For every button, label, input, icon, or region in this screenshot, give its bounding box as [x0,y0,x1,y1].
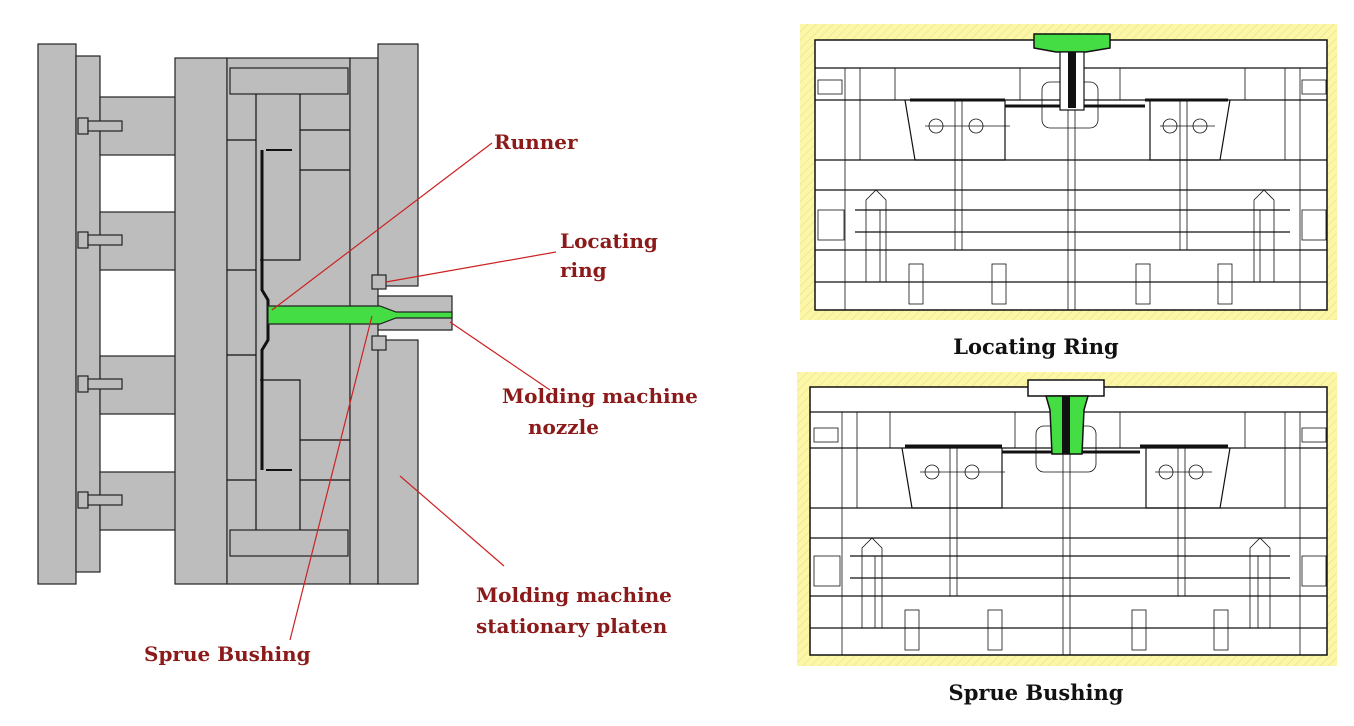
left-labels: Runner Locating ring Molding machine noz… [144,130,698,666]
leader-pin [229,529,349,557]
mold-drawing-panel-top [800,24,1337,320]
label-sprue-bushing: Sprue Bushing [144,642,311,666]
sprue-channel [1068,52,1076,108]
sprue-runner-green [267,305,453,325]
leader-lines [271,142,557,641]
support-plate [174,57,228,585]
bolt [77,491,123,509]
locating-ring-lower [371,335,387,351]
platen-leader [399,475,505,567]
label-nozzle-1: Molding machine [502,384,698,408]
label-nozzle-2: nozzle [528,415,599,439]
bolt [77,231,123,249]
stationary-platen-lower [377,339,419,585]
leader-pin [229,67,349,95]
bolt [77,117,123,135]
locating-ring-highlight [1033,33,1111,53]
locating-ring-outline [1027,379,1105,397]
moving-clamp-plate [37,43,77,585]
sprue-bushing-leader [289,315,373,641]
mold-drawing-panel-bottom [797,372,1337,666]
locating-ring-leader [385,251,557,283]
sprue-channel [1062,396,1070,454]
label-platen-1: Molding machine [476,583,672,607]
stationary-platen-upper [377,43,419,287]
label-runner: Runner [494,130,578,154]
label-platen-2: stationary platen [476,614,668,638]
caption-locating-ring: Locating Ring [953,334,1119,359]
runner-leader [271,142,493,311]
ejector-retainer [75,55,101,573]
nozzle-leader [449,321,551,391]
mold-cross-section [37,43,453,585]
label-locating-ring-2: ring [560,258,607,282]
locating-ring-upper [371,274,387,290]
caption-sprue-bushing: Sprue Bushing [949,680,1124,705]
bolt [77,375,123,393]
label-locating-ring-1: Locating [560,229,658,253]
